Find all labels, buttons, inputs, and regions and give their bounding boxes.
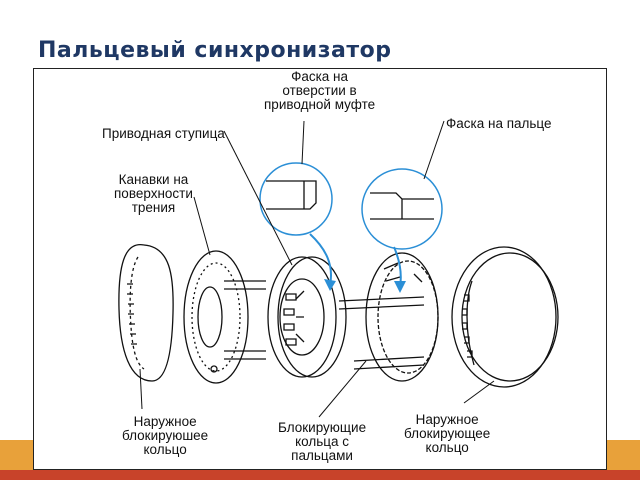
pin-chamfer-callout-circle [361,168,443,250]
friction-ring-drawing [183,250,266,384]
label-bore-chamfer: Фаска на отверстии в приводной муфте [264,69,376,112]
slide-title: Пальцевый синхронизатор [38,38,392,63]
diagram-drawing [118,120,559,418]
label-friction-grooves: Канавки на поверхности трения [114,172,193,215]
synchronizer-diagram: Фаска на отверстии в приводной муфте Фас… [33,68,607,470]
label-outer-ring-right: Наружное блокирующее кольцо [404,412,491,455]
outer-ring-left-drawing [118,244,174,382]
label-outer-ring-left: Наружное блокируюшее кольцо [122,414,209,457]
drive-hub-drawing [267,256,347,378]
label-drive-hub: Приводная ступица [102,126,225,141]
footer-accent [0,470,640,480]
label-pin-chamfer: Фаска на пальце [446,116,552,131]
blocker-rings-drawing [338,252,439,382]
outer-ring-right-drawing [451,246,559,388]
label-blocker-rings-with-pins: Блокирующие кольца с пальцами [278,420,367,463]
bore-chamfer-callout-circle [259,162,333,236]
